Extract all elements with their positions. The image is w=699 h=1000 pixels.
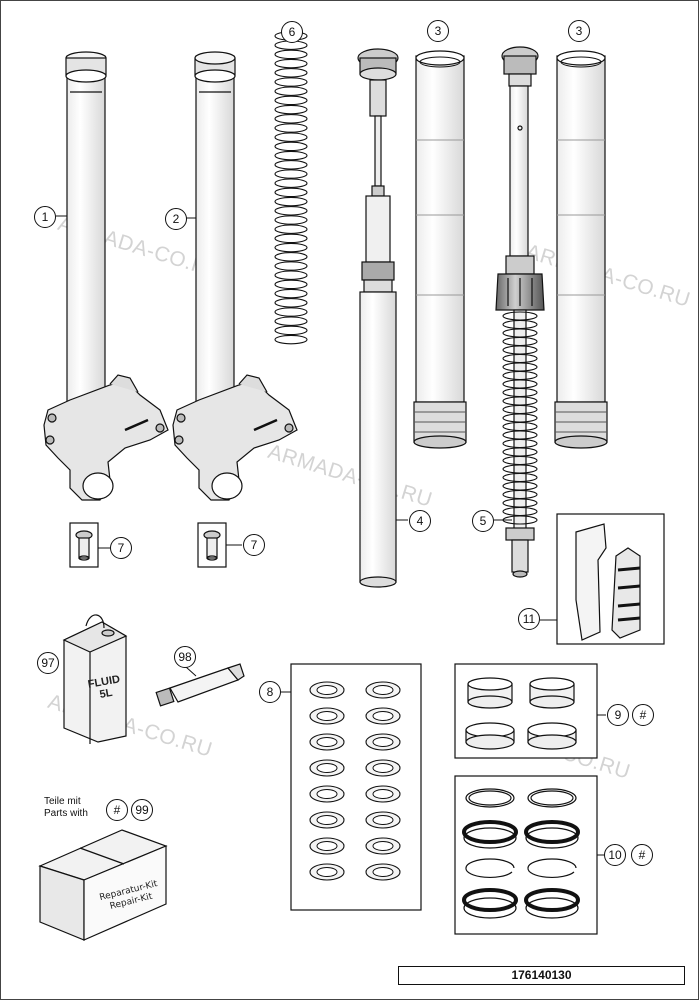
callout-2: 2 [165, 208, 187, 230]
fork-tube-right [172, 51, 298, 501]
outer-tube-right [554, 50, 608, 449]
document-number: 176140130 [398, 966, 685, 985]
parts-with-line2: Parts with [44, 808, 88, 819]
parts-with-line1: Teile mit [44, 796, 81, 807]
washer-set [309, 681, 401, 881]
leader-lines [56, 215, 606, 856]
fork-protector-box [556, 513, 665, 645]
callout-9: 9 [607, 704, 629, 726]
fork-spring [274, 31, 308, 345]
callout-10: 10 [604, 844, 626, 866]
parts-with-label: Teile mit Parts with [44, 796, 88, 820]
callout-4: 4 [409, 510, 431, 532]
callout-6: 6 [281, 21, 303, 43]
callout-97: 97 [37, 652, 59, 674]
callout-98: 98 [174, 646, 196, 668]
callout-3-left: 3 [427, 20, 449, 42]
damper-spring [502, 311, 538, 525]
seal-set [462, 788, 580, 919]
axle-clamp-screw-right [197, 522, 227, 568]
damper-cartridge-left [357, 48, 399, 588]
outer-tube-left [413, 50, 467, 449]
fork-oil-can [62, 614, 128, 744]
bushing-set [465, 677, 577, 750]
fork-tube-left [43, 51, 169, 501]
repair-kit-box [38, 829, 168, 941]
callout-11: 11 [518, 608, 540, 630]
callout-8: 8 [259, 681, 281, 703]
callout-7-left: 7 [110, 537, 132, 559]
callout-hash-parts: # [106, 799, 128, 821]
callout-99: 99 [131, 799, 153, 821]
grease-tube [155, 663, 245, 707]
callout-7-right: 7 [243, 534, 265, 556]
callout-1: 1 [34, 206, 56, 228]
axle-clamp-screw-left [69, 522, 99, 568]
callout-10-hash: # [631, 844, 653, 866]
callout-3-right: 3 [568, 20, 590, 42]
callout-5: 5 [472, 510, 494, 532]
callout-9-hash: # [632, 704, 654, 726]
